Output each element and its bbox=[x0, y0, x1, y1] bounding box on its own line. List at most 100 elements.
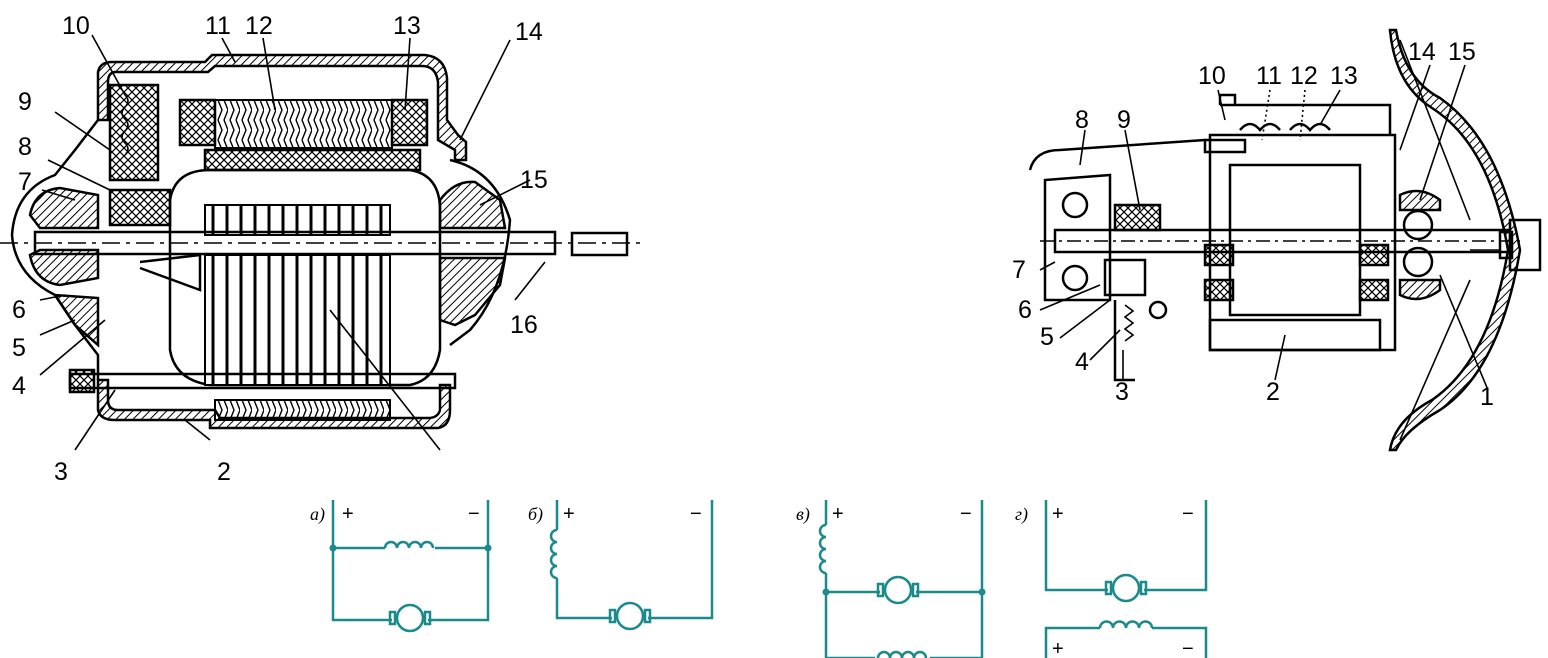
scheme-v-minus: − bbox=[960, 503, 972, 525]
right-bearing-right-top bbox=[1402, 209, 1434, 241]
left-callout-10: 10 bbox=[62, 12, 90, 40]
scheme-a-minus: − bbox=[468, 503, 480, 525]
right-callout-4: 4 bbox=[1075, 348, 1089, 376]
right-shield-lower bbox=[1398, 278, 1442, 301]
armature-taper bbox=[139, 253, 202, 292]
field-coil-top bbox=[178, 98, 217, 147]
left-housing-bottom bbox=[96, 378, 452, 430]
field-coil-top-right bbox=[390, 98, 429, 147]
right-bearing-ball-top bbox=[1061, 191, 1089, 219]
scheme-b-wires bbox=[555, 500, 714, 620]
pole-piece-top bbox=[214, 99, 393, 149]
right-callout-13: 13 bbox=[1330, 62, 1358, 90]
scheme-v-node-right bbox=[978, 588, 986, 596]
scheme-a-label: а) bbox=[310, 504, 325, 525]
right-callout-6: 6 bbox=[1018, 296, 1032, 324]
scheme-a-node-right bbox=[484, 544, 492, 552]
right-callout-15: 15 bbox=[1448, 38, 1476, 66]
scheme-g: г) + − + − bbox=[1015, 500, 1208, 658]
left-callout-14: 14 bbox=[515, 18, 543, 46]
scheme-g-minus-2: − bbox=[1182, 638, 1194, 658]
armature-core-top bbox=[204, 204, 391, 236]
scheme-g-label: г) bbox=[1015, 504, 1028, 525]
scheme-v-shunt-coil bbox=[876, 650, 928, 658]
stator-band bbox=[203, 148, 422, 172]
right-pole-1 bbox=[1203, 243, 1235, 267]
left-motor-section bbox=[0, 53, 640, 430]
scheme-g-plus-2: + bbox=[1052, 638, 1064, 658]
left-callout-8: 8 bbox=[18, 133, 32, 161]
right-callout-8: 8 bbox=[1075, 106, 1089, 134]
right-brush-box bbox=[1103, 258, 1147, 297]
scheme-b-coil bbox=[549, 528, 558, 580]
right-pole-3 bbox=[1358, 243, 1390, 267]
scheme-v-motor bbox=[883, 575, 913, 605]
right-terminal bbox=[1148, 300, 1168, 320]
tie-rod-nut bbox=[68, 368, 96, 394]
left-callout-5: 5 bbox=[12, 334, 26, 362]
right-brush-plate bbox=[1113, 300, 1135, 382]
scheme-a-coil bbox=[383, 540, 435, 549]
scheme-g-wires-top bbox=[1044, 500, 1208, 592]
scheme-a-motor bbox=[395, 603, 425, 633]
right-top-bracket bbox=[1220, 103, 1392, 135]
right-top-lug bbox=[1218, 93, 1237, 105]
scheme-v-series-coil bbox=[818, 523, 827, 575]
scheme-a-wires bbox=[331, 500, 490, 622]
mounting-dish bbox=[1388, 28, 1522, 452]
right-top-screw bbox=[1203, 138, 1247, 154]
right-callout-1: 1 bbox=[1480, 383, 1494, 411]
shaft-end bbox=[570, 231, 629, 257]
right-bearing-ball-bottom bbox=[1061, 264, 1089, 292]
right-callout-14: 14 bbox=[1408, 38, 1436, 66]
armature-outline bbox=[168, 168, 442, 387]
right-callout-2: 2 bbox=[1266, 378, 1280, 406]
right-pole-4 bbox=[1358, 278, 1390, 302]
armature-core-bottom bbox=[204, 254, 391, 386]
scheme-a-plus: + bbox=[342, 503, 354, 525]
scheme-g-motor bbox=[1111, 573, 1141, 603]
scheme-g-wires-bottom bbox=[1044, 626, 1208, 658]
left-callout-16: 16 bbox=[510, 311, 538, 339]
right-callout-9: 9 bbox=[1117, 106, 1131, 134]
left-callout-13: 13 bbox=[393, 12, 421, 40]
scheme-a-node-left bbox=[329, 544, 337, 552]
dish-rib-1 bbox=[1399, 39, 1471, 221]
left-callout-7: 7 bbox=[18, 168, 32, 196]
scheme-g-coil bbox=[1098, 620, 1154, 629]
scheme-a: а) + − bbox=[310, 500, 492, 633]
left-cap-lower bbox=[52, 293, 100, 348]
left-callout-11: 11 bbox=[205, 12, 231, 40]
right-callout-3: 3 bbox=[1115, 378, 1129, 406]
brush-holder bbox=[108, 83, 160, 182]
left-callout-6: 6 bbox=[12, 296, 26, 324]
right-commutator bbox=[1113, 203, 1162, 232]
pole-piece-bottom bbox=[214, 399, 391, 421]
scheme-b-plus: + bbox=[563, 503, 575, 525]
right-callout-11: 11 bbox=[1256, 62, 1282, 90]
left-callouts: 10 11 12 13 14 9 8 7 15 6 5 4 16 3 2 bbox=[12, 12, 548, 486]
right-cap-top bbox=[1028, 138, 1206, 171]
commutator-ring bbox=[108, 188, 172, 227]
left-callout-2: 2 bbox=[217, 458, 231, 486]
scheme-b-minus: − bbox=[690, 503, 702, 525]
right-field-block bbox=[1208, 318, 1382, 352]
right-callout-7: 7 bbox=[1012, 256, 1026, 284]
right-cap-outline bbox=[449, 158, 512, 346]
left-callout-12: 12 bbox=[245, 12, 273, 40]
scheme-b-label: б) bbox=[528, 504, 543, 525]
left-leaders bbox=[39, 34, 546, 451]
right-callouts: 10 11 12 13 14 15 8 9 7 6 5 4 3 2 1 bbox=[1012, 38, 1494, 411]
left-bearing-housing-lower bbox=[28, 248, 100, 287]
left-callout-9: 9 bbox=[18, 88, 32, 116]
right-leaders bbox=[1039, 64, 1489, 391]
scheme-b-motor bbox=[615, 601, 645, 631]
dish-rib-3 bbox=[1399, 279, 1471, 441]
scheme-g-minus: − bbox=[1182, 503, 1194, 525]
right-callout-10: 10 bbox=[1198, 62, 1226, 90]
left-callout-3: 3 bbox=[54, 458, 68, 486]
left-bearing-housing bbox=[28, 186, 100, 230]
right-bearing-right-bottom bbox=[1402, 246, 1434, 278]
scheme-v-plus: + bbox=[832, 503, 844, 525]
